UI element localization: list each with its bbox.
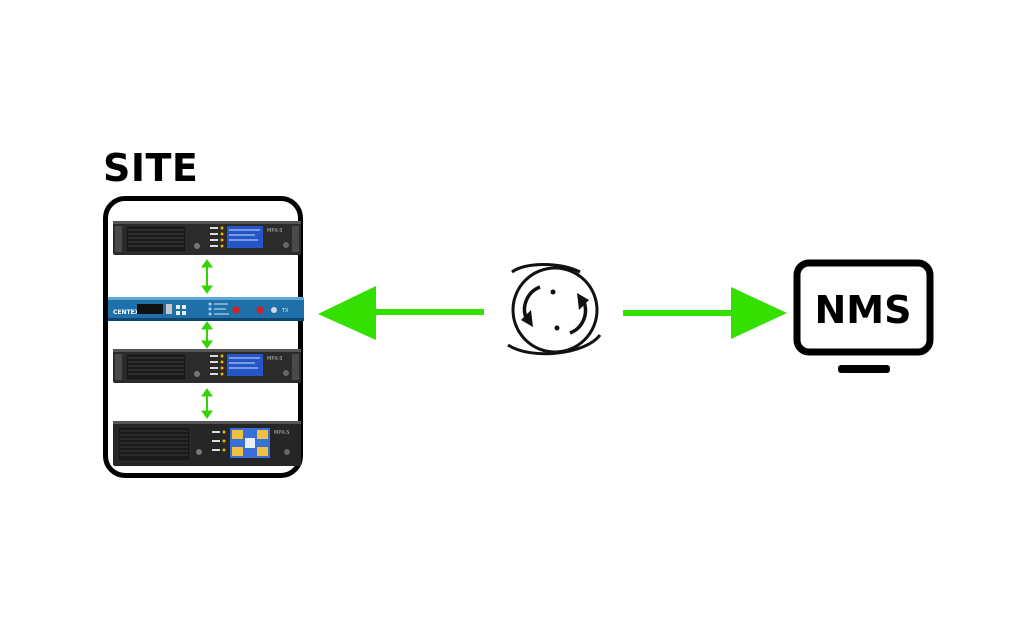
device-link-arrow-1 [201, 259, 213, 294]
rack-device-1: MPX-S [113, 221, 301, 255]
globe-sync-icon [507, 263, 602, 356]
nms-label: NMS [815, 288, 912, 332]
device-link-arrow-3 [201, 388, 213, 419]
arrow-to-site [318, 286, 484, 340]
device-4-brand: MPX-S [274, 430, 289, 436]
device-3-brand: MPX-S [267, 356, 282, 362]
monitor-icon: NMS [793, 259, 934, 373]
svg-text:TX: TX [281, 308, 289, 314]
site-title: SITE [103, 146, 199, 190]
device-link-arrow-2 [201, 321, 213, 349]
rack-device-3: MPX-S [113, 349, 301, 383]
rack-device-2: CENTEX TX [108, 297, 304, 321]
rack-device-4: MPX-S [113, 421, 301, 466]
arrow-to-nms [623, 287, 787, 339]
device-1-brand: MPX-S [267, 228, 282, 234]
device-2-brand: CENTEX [113, 309, 140, 316]
